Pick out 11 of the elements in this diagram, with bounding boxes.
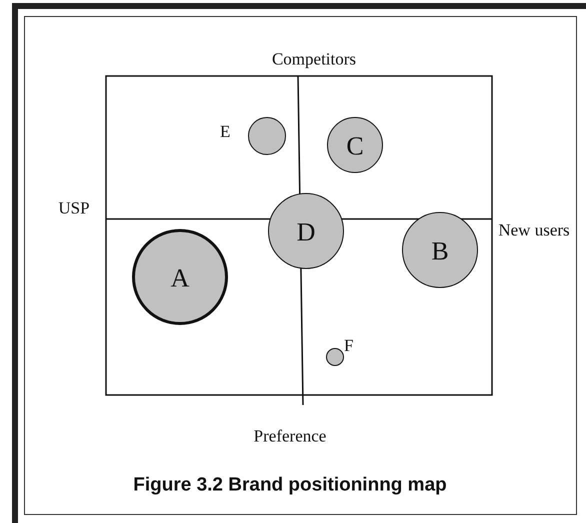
brand-letter: F	[344, 337, 354, 354]
brand-letter: B	[431, 238, 449, 264]
axis-label: Preference	[254, 428, 326, 446]
axis-label: Competitors	[272, 50, 356, 70]
axis-label: USP	[58, 200, 90, 218]
brand-letter: A	[170, 265, 190, 292]
brand-letter: E	[220, 123, 230, 140]
brand-letter: D	[296, 219, 316, 246]
axis-label: New users	[498, 222, 570, 240]
brand-letter: C	[346, 133, 364, 160]
figure-caption: Figure 3.2 Brand positioninng map	[133, 476, 447, 496]
